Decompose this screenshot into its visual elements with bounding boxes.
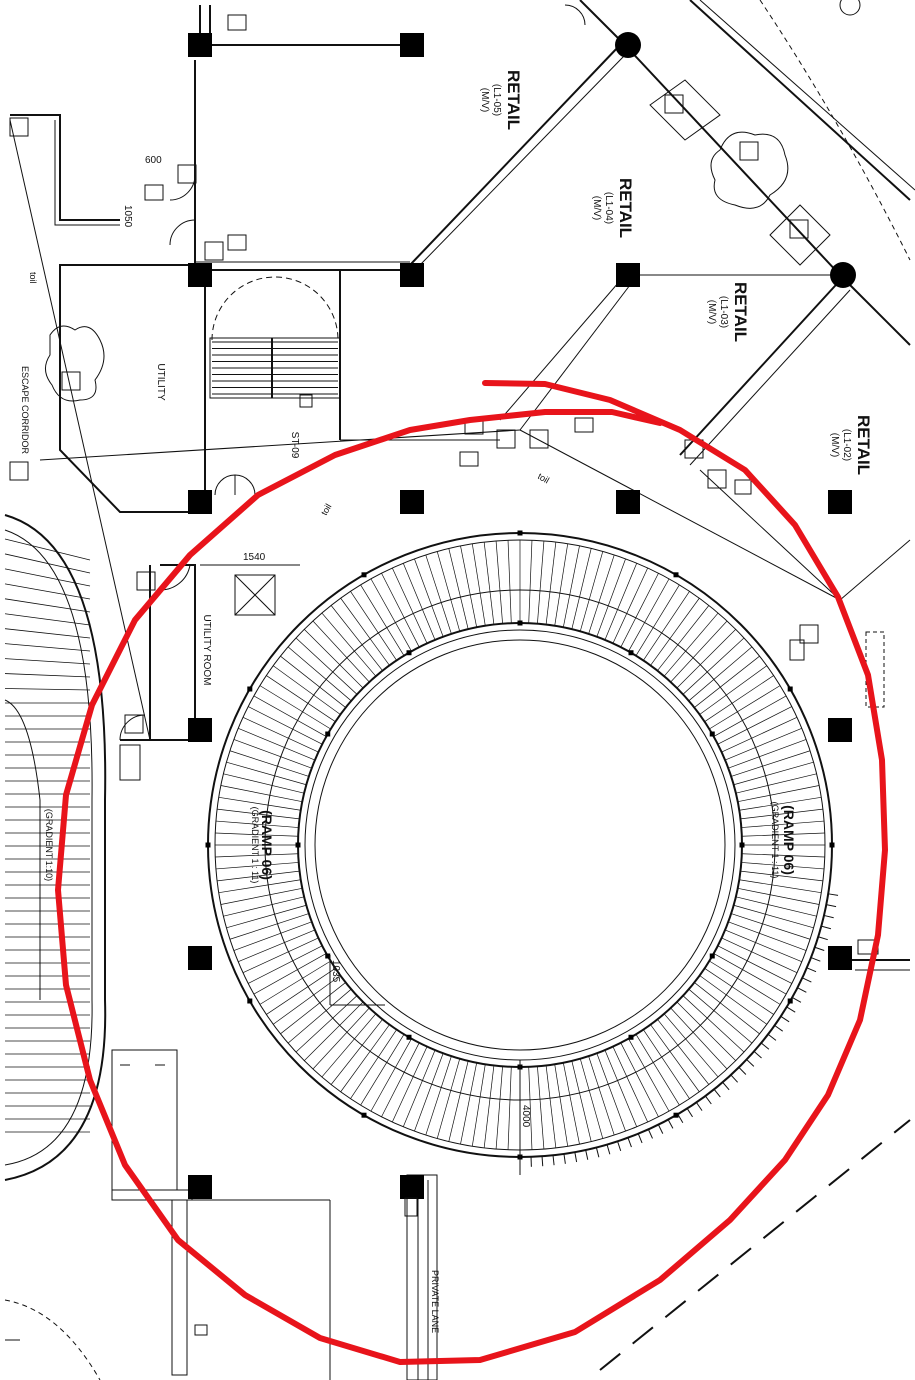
dimension-1540: 1540 xyxy=(243,552,266,563)
dimension-1050: 1050 xyxy=(122,205,133,228)
retail-name: RETAIL xyxy=(854,415,873,475)
walls-upper xyxy=(9,0,915,971)
retail-l1-05: RETAIL (L1-05) (M/V) xyxy=(479,70,523,130)
round-column-b xyxy=(830,262,856,288)
dimension-1035: 1035 xyxy=(330,960,341,983)
utility-room-label: UTILITY ROOM xyxy=(201,615,212,686)
ramp-left-label: (RAMP 06) xyxy=(259,810,275,880)
stair-st09 xyxy=(209,276,341,399)
retail-code: (L1-05) xyxy=(491,84,502,116)
retail-name: RETAIL xyxy=(731,282,750,342)
left-ramp-gradient: (GRADIENT 1:10) xyxy=(44,809,54,881)
retail-type: (M/V) xyxy=(829,433,840,457)
retail-code: (L1-04) xyxy=(603,192,614,224)
ramp-left-gradient: (GRADIENT 1 : 11) xyxy=(250,807,260,884)
round-column-a xyxy=(615,32,641,58)
retail-type: (M/V) xyxy=(591,196,602,220)
dimension-600: 600 xyxy=(145,155,162,166)
retail-l1-04: RETAIL (L1-04) (M/V) xyxy=(591,178,635,238)
toilet-label: toil xyxy=(536,471,551,485)
toilet-label: toil xyxy=(28,272,38,284)
retail-type: (M/V) xyxy=(479,88,490,112)
escape-corridor-label: ESCAPE CORRIDOR xyxy=(20,366,30,455)
retail-name: RETAIL xyxy=(504,70,523,130)
dimension-4000: 4000 xyxy=(520,1105,531,1128)
retail-name: RETAIL xyxy=(616,178,635,238)
retail-code: (L1-03) xyxy=(718,296,729,328)
ramp-06 xyxy=(205,530,839,1175)
ramp-right-gradient: (GRADIENT 1 : 11) xyxy=(770,802,780,879)
private-lane-label: PRIVATE LANE xyxy=(430,1270,440,1333)
retail-type: (M/V) xyxy=(706,300,717,324)
retail-l1-02: RETAIL (L1-02) (M/V) xyxy=(829,415,873,475)
ramp-right-label: (RAMP 06) xyxy=(781,805,797,875)
red-markup-circle xyxy=(55,380,888,1365)
fixtures xyxy=(9,0,885,1336)
toilet-label: toil xyxy=(319,502,333,517)
retail-l1-03: RETAIL (L1-03) (M/V) xyxy=(706,282,750,342)
utility-label: UTILITY xyxy=(155,363,166,401)
left-ramp xyxy=(4,514,107,1181)
structural-columns xyxy=(188,33,852,1199)
stair-label: ST-09 xyxy=(289,432,300,459)
retail-code: (L1-02) xyxy=(841,429,852,461)
